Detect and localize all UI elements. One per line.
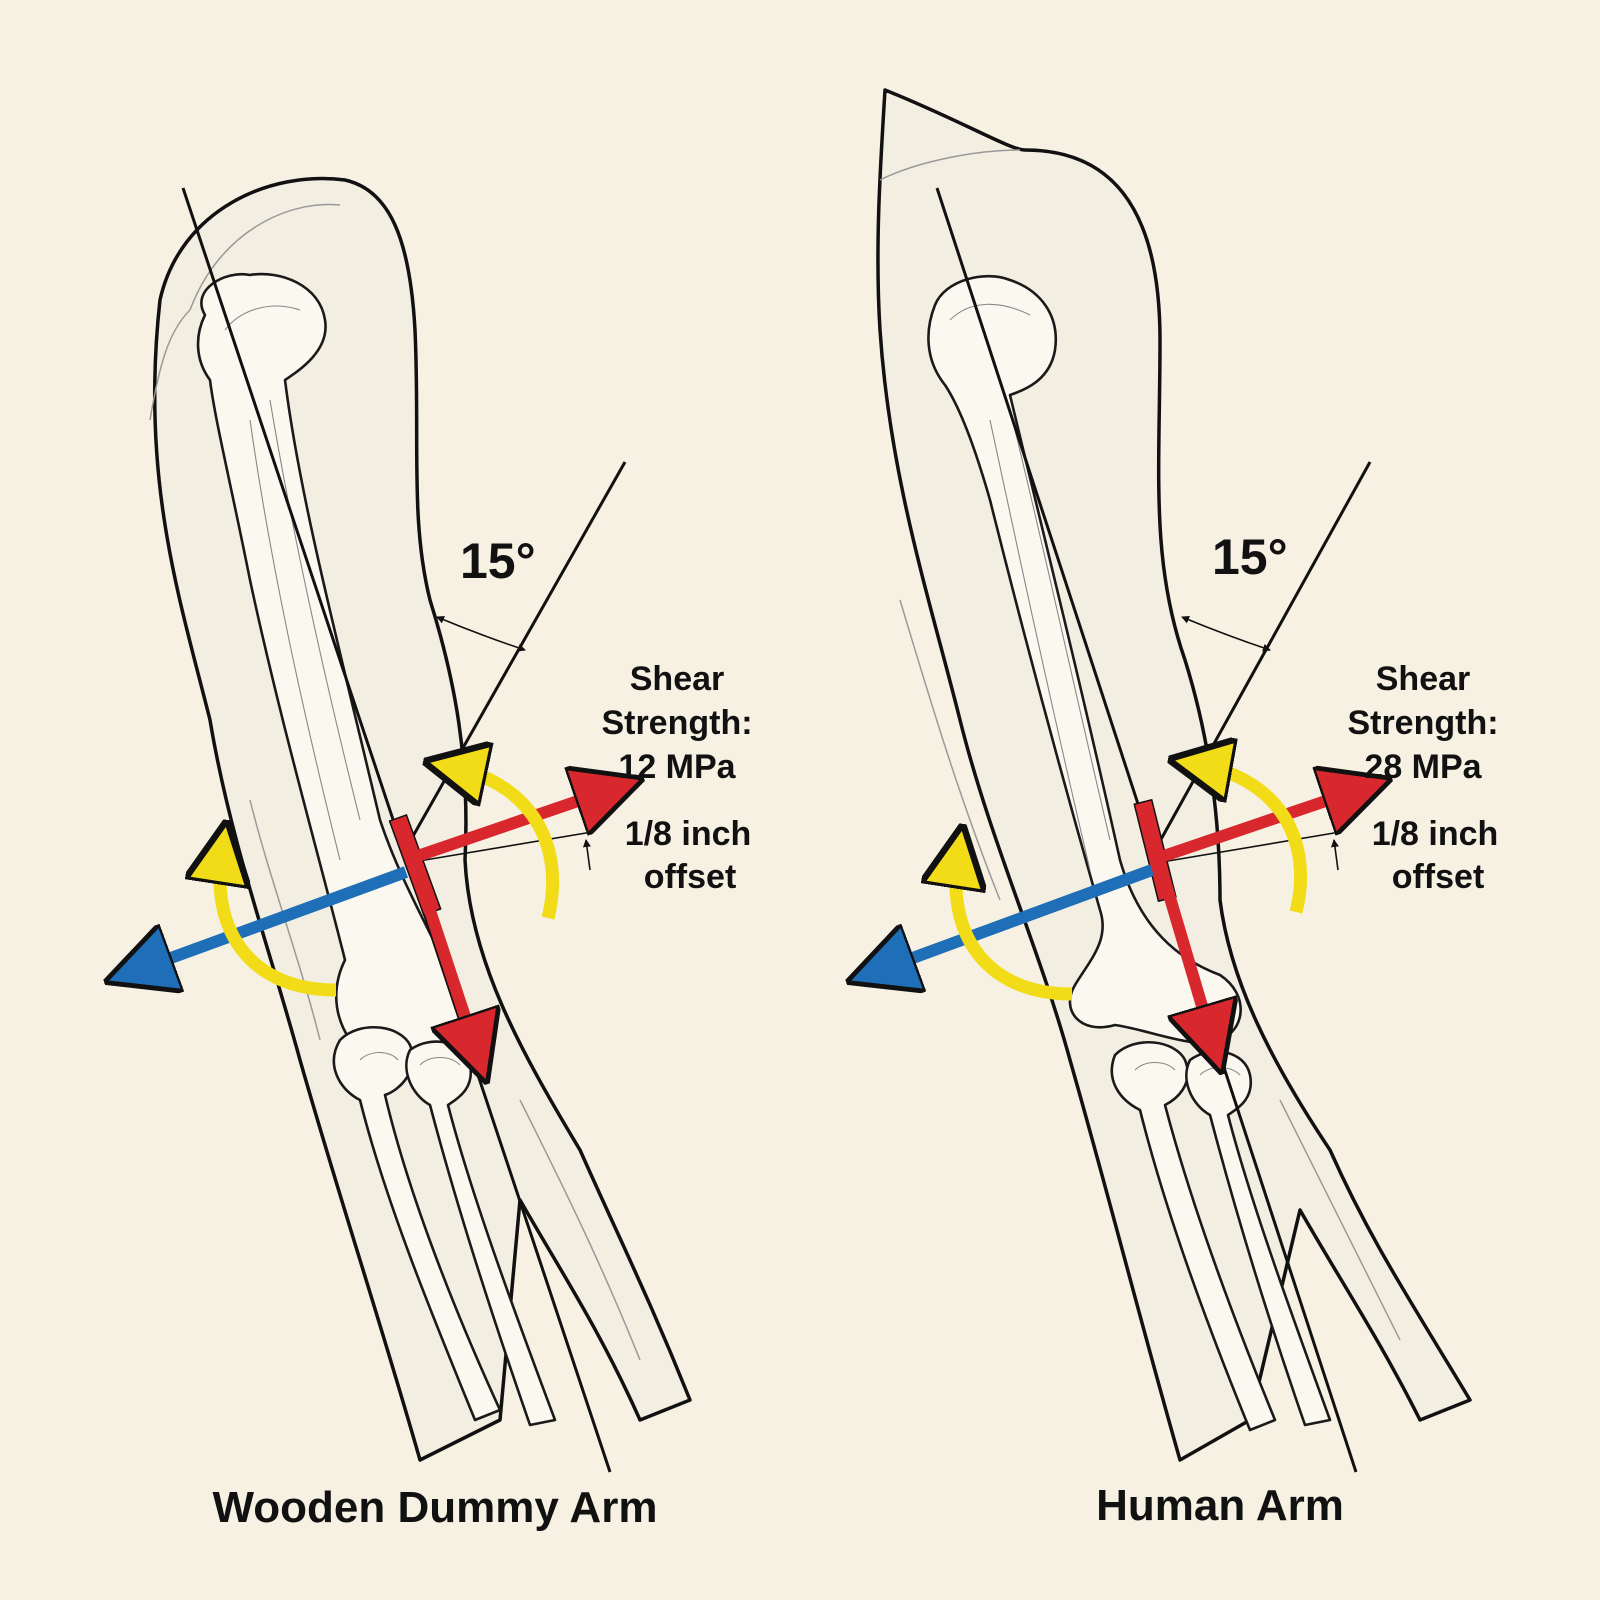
leftward-force-arrow-left [138,866,409,970]
panel-wooden-dummy-arm: 15° Shear Strength: 12 MPa 1/8 inch offs… [138,176,753,1532]
torque-arc-left-right [956,856,1073,1001]
angle-label-left: 15° [460,533,536,589]
shear-label-line2-right: Strength: [1347,704,1498,742]
torque-arc-left-left [220,852,337,997]
offset-line-right [1161,831,1341,863]
downward-force-arrow-right [1144,828,1212,1040]
shear-label-line1-right: Shear [1376,660,1471,698]
panel-human-arm: 15° Shear Strength: 28 MPa 1/8 inch offs… [878,88,1499,1530]
shear-value-left: 12 MPa [618,748,736,786]
shear-label-line1-left: Shear [630,660,725,698]
offset-label-line2-right: offset [1392,858,1485,896]
caption-left: Wooden Dummy Arm [213,1483,658,1532]
offset-tick-right [1330,839,1339,871]
offset-label-line1-right: 1/8 inch [1372,815,1499,853]
rightward-force-arrow-left [404,790,610,866]
caption-right: Human Arm [1096,1481,1344,1530]
leftward-force-arrow-right [880,864,1155,970]
offset-label-line1-left: 1/8 inch [625,815,752,853]
shear-value-right: 28 MPa [1364,748,1482,786]
offset-tick-left [582,839,591,871]
downward-force-arrow-left [400,836,476,1050]
angle-arc-left [436,616,526,652]
shear-label-line2-left: Strength: [601,704,752,742]
angle-arc-right [1181,616,1271,652]
angle-label-right: 15° [1212,529,1288,585]
torque-arc-right-right [1200,765,1308,914]
rightward-force-arrow-right [1150,790,1358,866]
torque-arc-right-left [455,768,560,920]
offset-line-left [412,831,593,863]
offset-label-line2-left: offset [644,858,737,896]
